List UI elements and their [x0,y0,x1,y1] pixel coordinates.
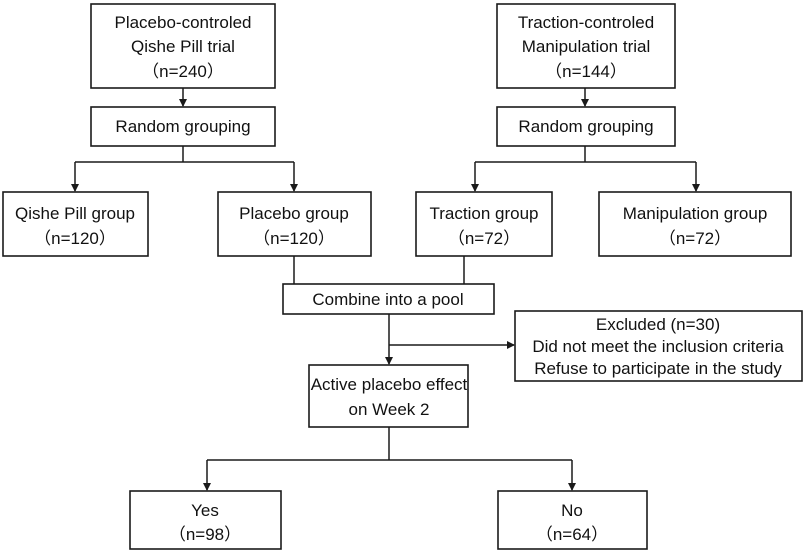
trial-a-line-1: Placebo-controled [114,13,251,32]
traction-group-line-2: （n=72） [448,229,520,248]
active-placebo-line-2: on Week 2 [349,400,430,419]
manipulation-group-box: Manipulation group （n=72） [598,191,792,257]
manipulation-group-line-1: Manipulation group [623,204,768,223]
excluded-box: Excluded (n=30) Did not meet the inclusi… [514,310,803,382]
yes-line-1: Yes [191,501,219,520]
trial-a-line-3: （n=240） [142,62,224,81]
qishe-group-line-2: （n=120） [34,229,116,248]
yes-line-2: （n=98） [169,525,241,544]
placebo-controlled-trial-box: Placebo-controled Qishe Pill trial （n=24… [90,3,276,89]
pool-label: Combine into a pool [312,290,463,309]
no-line-2: （n=64） [536,525,608,544]
trial-b-line-1: Traction-controled [518,13,654,32]
excluded-line-3: Refuse to participate in the study [534,359,782,378]
excluded-line-2: Did not meet the inclusion criteria [532,337,784,356]
no-box: No （n=64） [497,490,648,550]
trial-a-line-2: Qishe Pill trial [131,37,235,56]
traction-group-line-1: Traction group [430,204,539,223]
random-a-label: Random grouping [115,117,250,136]
manipulation-group-line-2: （n=72） [659,229,731,248]
combine-pool-box: Combine into a pool [282,283,495,315]
qishe-group-line-1: Qishe Pill group [15,204,135,223]
traction-controlled-trial-box: Traction-controled Manipulation trial （n… [496,3,676,89]
connectors [71,88,700,491]
trial-b-line-3: （n=144） [545,62,627,81]
random-grouping-a-box: Random grouping [90,106,276,147]
qishe-pill-group-box: Qishe Pill group （n=120） [2,191,149,257]
no-line-1: No [561,501,583,520]
traction-group-box: Traction group （n=72） [415,191,553,257]
active-placebo-box: Active placebo effect on Week 2 [308,364,469,428]
excluded-line-1: Excluded (n=30) [596,315,720,334]
random-grouping-b-box: Random grouping [496,106,676,147]
placebo-group-box: Placebo group （n=120） [217,191,372,257]
trial-b-line-2: Manipulation trial [522,37,651,56]
placebo-group-line-2: （n=120） [253,229,335,248]
yes-box: Yes （n=98） [129,490,282,550]
random-b-label: Random grouping [518,117,653,136]
active-placebo-line-1: Active placebo effect [311,375,468,394]
placebo-group-line-1: Placebo group [239,204,349,223]
